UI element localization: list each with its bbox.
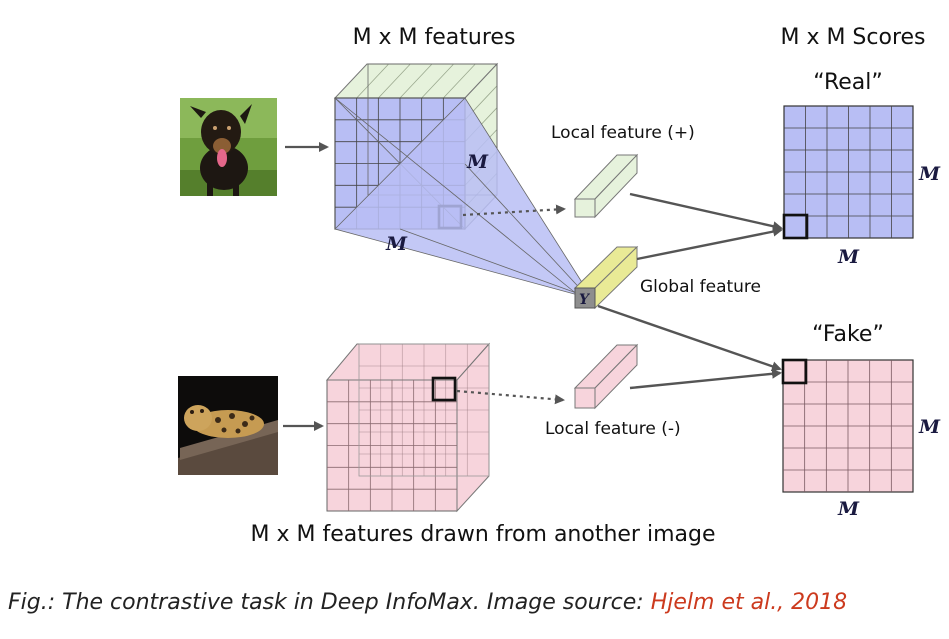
real-score-cell (782, 213, 809, 240)
local-feature-pos (573, 153, 639, 219)
real-label: “Real” (813, 70, 883, 95)
local-pos-label: Local feature (+) (551, 123, 695, 143)
bottom-features-title: M x M features drawn from another image (250, 522, 715, 547)
source-link[interactable]: Hjelm et al., 2018 (650, 590, 848, 615)
global-to-real-arrow (636, 226, 783, 261)
top-cube-width-label: M (385, 233, 408, 255)
bottom-feature-cube (325, 342, 491, 513)
figure-caption: Fig.: The contrastive task in Deep InfoM… (8, 590, 943, 626)
real-grid-width-label: M (837, 246, 860, 268)
dog-image (180, 98, 277, 196)
global-y-symbol: Y (579, 292, 591, 308)
local-feature-neg (573, 343, 639, 410)
fake-grid-height-label: M (918, 416, 941, 438)
caption-text: Fig.: The contrastive task in Deep InfoM… (8, 590, 651, 615)
scores-title: M x M Scores (780, 25, 925, 50)
local-neg-label: Local feature (-) (545, 419, 681, 439)
global-feature-bar (573, 245, 639, 310)
top-features-title: M x M features (353, 25, 516, 50)
real-grid-height-label: M (918, 163, 941, 185)
global-to-fake-arrow (597, 304, 782, 372)
fake-label: “Fake” (812, 322, 884, 347)
real-score-grid (782, 105, 914, 240)
global-feature-label: Global feature (640, 277, 761, 297)
fake-score-cell (781, 358, 808, 385)
pos-extract-arrow (462, 204, 566, 217)
leopard-image (178, 376, 278, 475)
fake-score-grid (781, 358, 914, 493)
pos-to-real-arrow (629, 192, 783, 232)
top-cube-height-label: M (466, 151, 489, 173)
fake-grid-width-label: M (837, 498, 860, 520)
bottom-local-patch (431, 376, 457, 402)
neg-to-fake-arrow (629, 368, 782, 390)
